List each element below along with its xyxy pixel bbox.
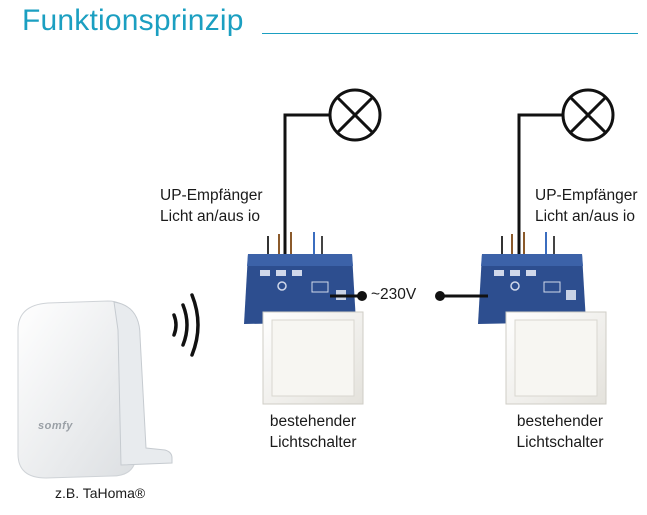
wireless-signal-icon — [172, 293, 200, 357]
receiver-right-line2: Licht an/aus io — [535, 208, 635, 225]
circuit-right — [478, 88, 615, 405]
terminal-dot-right — [435, 291, 445, 301]
switch-right-line1: bestehender — [516, 413, 604, 430]
light-switch-left-icon — [262, 311, 364, 405]
switch-left-line1: bestehender — [269, 413, 357, 430]
wire-left-lamp — [283, 113, 330, 254]
receiver-module-right-icon — [478, 232, 586, 324]
voltage-label: ~230V — [371, 286, 417, 303]
lamp-right-icon — [561, 88, 615, 142]
receiver-right-line1: UP-Empfänger — [535, 187, 638, 204]
hub-device-icon — [17, 300, 173, 479]
receiver-left-line2: Licht an/aus io — [160, 208, 260, 225]
lamp-left-icon — [328, 88, 382, 142]
wire-right-lamp — [517, 113, 562, 254]
mains-connection — [330, 291, 488, 301]
page-title: Funktionsprinzip — [22, 4, 244, 37]
receiver-left-line1: UP-Empfänger — [160, 187, 263, 204]
hub-brand-logo: somfy — [38, 420, 73, 432]
switch-right-line2: Lichtschalter — [516, 434, 604, 451]
switch-left-line2: Lichtschalter — [269, 434, 357, 451]
hub-caption: z.B. TaHoma® — [55, 485, 146, 501]
terminal-dot-left — [357, 291, 367, 301]
light-switch-right-icon — [505, 311, 607, 405]
circuit-left — [244, 88, 382, 405]
receiver-module-left-icon — [244, 232, 356, 324]
title-underline — [262, 33, 638, 34]
